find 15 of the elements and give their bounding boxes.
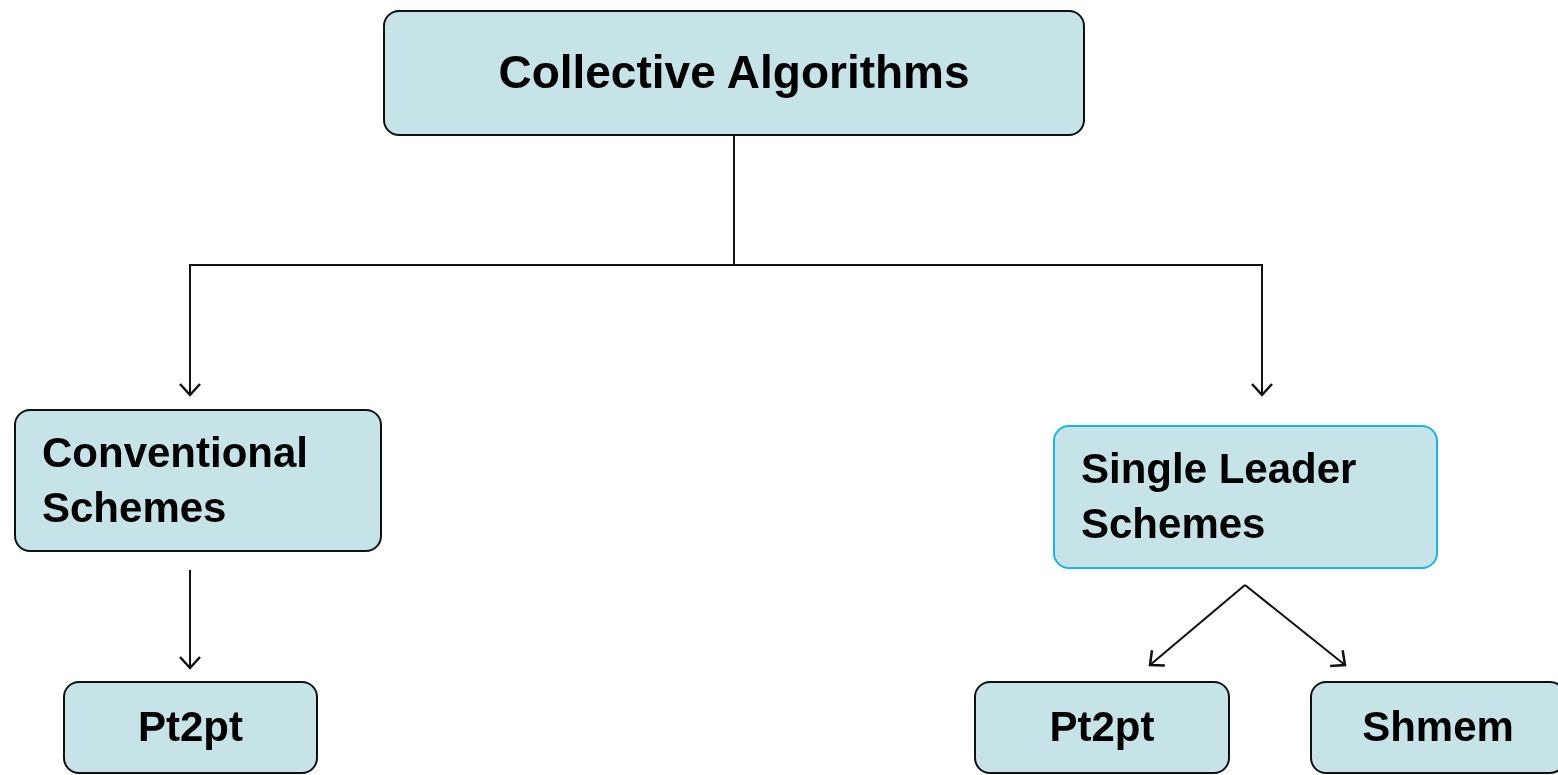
category-box bbox=[383, 10, 1085, 136]
arrow bbox=[1148, 584, 1246, 667]
box-label: Shmem bbox=[1362, 702, 1514, 753]
box-label: Conventional Schemes bbox=[42, 427, 309, 533]
category-box bbox=[14, 409, 382, 552]
category-box bbox=[63, 681, 318, 774]
arrow bbox=[178, 569, 202, 670]
box-label: Pt2pt bbox=[1049, 702, 1155, 753]
arrow bbox=[1244, 584, 1347, 668]
box-label: Collective Algorithms bbox=[498, 45, 970, 101]
category-box bbox=[1053, 425, 1438, 569]
category-box bbox=[974, 681, 1230, 774]
box-label: Pt2pt bbox=[138, 702, 243, 753]
box-label: Single Leader Schemes bbox=[1081, 444, 1358, 549]
category-box bbox=[1310, 681, 1558, 774]
